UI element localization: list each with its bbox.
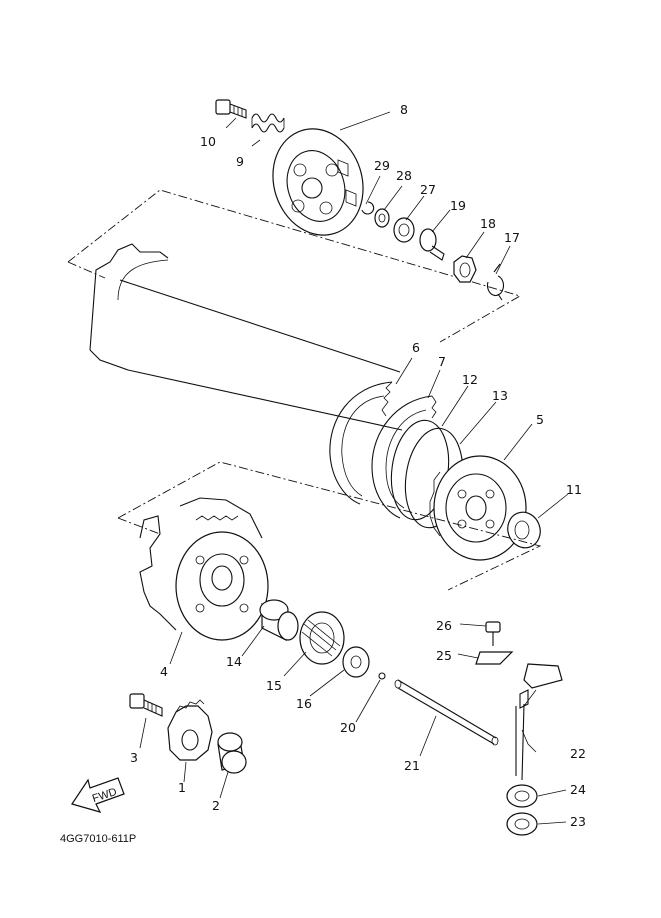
part-19-push-rod (419, 228, 445, 261)
part-9-spring (251, 113, 285, 133)
callout-14: 14 (226, 654, 242, 669)
part-14-spacer (259, 599, 299, 641)
part-23-bearing (506, 812, 538, 836)
part-15-needle-bearing (299, 611, 345, 665)
part-11-washer (507, 511, 541, 549)
part-20-ball (378, 672, 386, 680)
leader-lines (139, 111, 569, 825)
callout-17: 17 (504, 230, 520, 245)
callout-24: 24 (570, 782, 586, 797)
callout-29: 29 (374, 158, 390, 173)
callout-3: 3 (130, 750, 138, 765)
part-code-label: 4GG7010-611P (60, 833, 136, 845)
part-22-push-lever (515, 663, 563, 781)
callout-4: 4 (160, 664, 168, 679)
part-1-primary-drive-gear (167, 699, 213, 761)
callout-18: 18 (480, 216, 496, 231)
part-17-lock-washer (486, 263, 505, 301)
callout-10: 10 (200, 134, 216, 149)
callout-23: 23 (570, 814, 586, 829)
callout-16: 16 (296, 696, 312, 711)
callout-26: 26 (436, 618, 452, 633)
callout-27: 27 (420, 182, 436, 197)
part-28-washer (374, 208, 390, 228)
callout-28: 28 (396, 168, 412, 183)
callout-25: 25 (436, 648, 452, 663)
part-29-circlip (361, 201, 375, 215)
part-24-oil-seal (506, 784, 538, 808)
part-8-pressure-plate (272, 128, 364, 236)
part-3-bolt (129, 693, 163, 717)
part-5-clutch-boss (429, 455, 527, 561)
callout-8: 8 (400, 102, 408, 117)
callout-1: 1 (178, 780, 186, 795)
callout-11: 11 (566, 482, 582, 497)
callout-12: 12 (462, 372, 478, 387)
part-26-bolt (485, 621, 501, 646)
part-2-collar (217, 732, 247, 774)
callout-labels: 10 9 8 29 28 27 19 18 17 6 7 12 13 5 11 … (130, 102, 586, 829)
fwd-arrow-icon (71, 777, 125, 813)
callout-21: 21 (404, 758, 420, 773)
lower-assembly-plane (117, 461, 542, 591)
callout-5: 5 (536, 412, 544, 427)
callout-7: 7 (438, 354, 446, 369)
part-18-nut (453, 255, 477, 283)
part-7-clutch-plate (371, 395, 437, 519)
callout-20: 20 (340, 720, 356, 735)
upper-assembly-plane (67, 189, 522, 343)
part-10-bolt (215, 99, 247, 119)
part-27-bearing (393, 217, 415, 243)
callout-9: 9 (236, 154, 244, 169)
part-4-clutch-housing (139, 497, 269, 641)
callout-22: 22 (570, 746, 586, 761)
callout-15: 15 (266, 678, 282, 693)
callout-6: 6 (412, 340, 420, 355)
part-16-washer (342, 646, 370, 678)
part-21-push-rod (394, 679, 499, 746)
callout-19: 19 (450, 198, 466, 213)
part-25-plate (475, 651, 514, 665)
clutch-housing-drum (89, 243, 403, 431)
callout-2: 2 (212, 798, 220, 813)
callout-13: 13 (492, 388, 508, 403)
part-6-friction-plate (329, 381, 393, 505)
